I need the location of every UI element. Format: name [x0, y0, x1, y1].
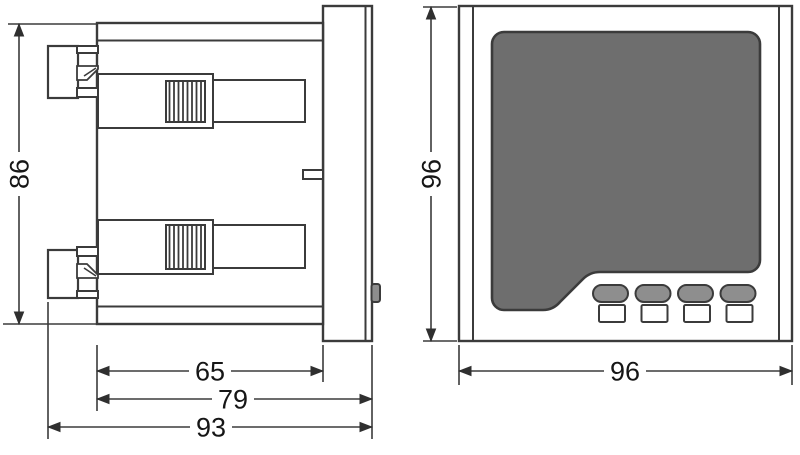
side-body	[95, 21, 325, 326]
dimension-height-96: 96	[417, 5, 457, 343]
dimension-label-backing	[418, 152, 444, 196]
clamp-screw-detail	[83, 267, 97, 277]
square-button-3[interactable]	[683, 304, 711, 323]
screw-hatch	[168, 82, 202, 121]
square-button-2[interactable]	[640, 304, 669, 323]
terminal-extension	[212, 79, 306, 123]
dimension-label-backing	[189, 358, 231, 384]
dimension-label-79: 79	[218, 385, 248, 415]
terminal-block-bottom	[97, 219, 306, 275]
clamp-tab-inner	[76, 87, 99, 98]
clamp-tab-outer	[76, 45, 99, 54]
dimension-86: 86	[3, 22, 96, 326]
dimension-label-86: 86	[5, 159, 35, 189]
square-button-4[interactable]	[725, 304, 754, 323]
side-button-tab	[370, 283, 381, 303]
dimension-label-93: 93	[196, 413, 226, 443]
clamp-screw-detail	[83, 67, 97, 77]
dimension-label-width-96: 96	[610, 357, 640, 387]
oval-button-4[interactable]	[719, 284, 757, 303]
oval-button-2[interactable]	[634, 284, 672, 303]
screw-hatch	[168, 226, 202, 268]
oval-button-1[interactable]	[592, 284, 629, 303]
dimension-label-backing	[190, 414, 232, 440]
dimension-93: 93	[46, 302, 374, 443]
dimension-label-height-96: 96	[417, 159, 447, 189]
mounting-clamp-top	[46, 44, 99, 100]
dimension-width-96: 96	[457, 345, 794, 387]
clamp-tab-inner	[76, 246, 99, 257]
square-button-row	[598, 304, 754, 323]
dimension-65: 65	[95, 345, 325, 411]
dimension-label-backing	[604, 358, 646, 384]
oval-button-row	[592, 284, 757, 303]
side-view: 86 65 79 93	[3, 4, 381, 443]
dimension-label-backing	[212, 386, 254, 412]
clamp-body	[46, 248, 80, 300]
dimension-label-backing	[6, 152, 32, 196]
front-view: 96 96	[417, 4, 794, 387]
mounting-clamp-bottom	[46, 246, 99, 300]
terminal-block-top	[97, 73, 306, 129]
panel-latch-tab	[302, 169, 324, 180]
terminal-extension	[212, 224, 306, 269]
clamp-body	[46, 44, 80, 100]
dimension-79: 79	[95, 345, 374, 439]
oval-button-3[interactable]	[677, 284, 714, 303]
dimension-label-65: 65	[195, 357, 225, 387]
square-button-1[interactable]	[598, 304, 626, 323]
display-area	[490, 30, 762, 312]
terminal-screw	[165, 80, 206, 123]
clamp-tab-outer	[76, 290, 99, 299]
terminal-screw	[165, 224, 206, 270]
